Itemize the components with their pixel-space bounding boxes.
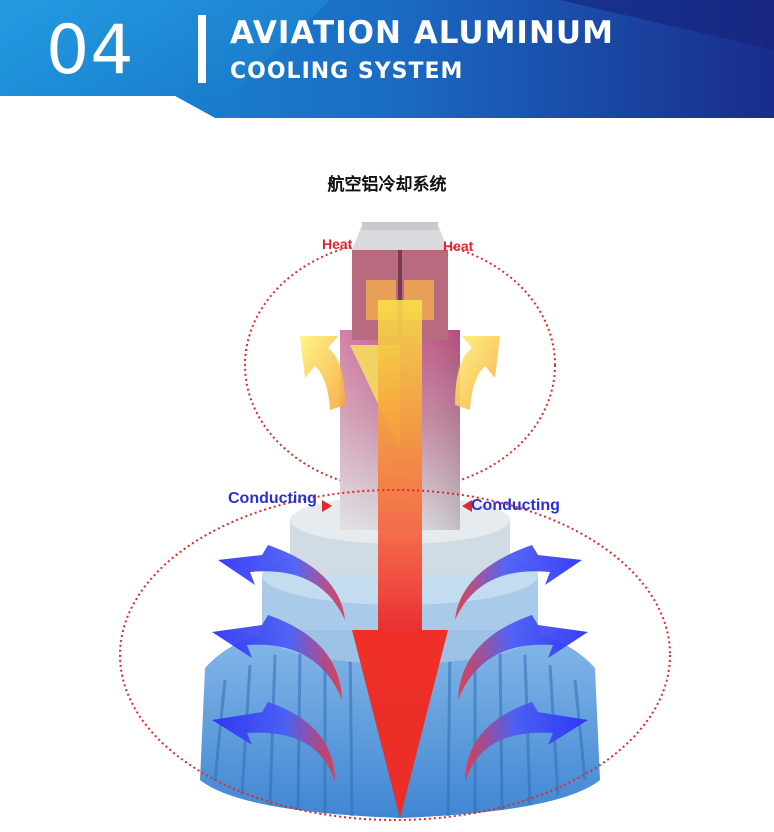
banner-title: AVIATION ALUMINUM <box>230 15 614 51</box>
banner-subtitle: COOLING SYSTEM <box>230 59 464 84</box>
heat-label-right: Heat <box>443 238 474 254</box>
header-banner: 04 AVIATION ALUMINUM COOLING SYSTEM <box>0 0 774 118</box>
conducting-label-right: Conducting <box>471 497 560 514</box>
banner-background <box>0 0 774 118</box>
heat-down-arrow-icon <box>352 300 448 818</box>
diagram-caption: 航空铝冷却系统 <box>327 175 447 195</box>
heat-orbit-lower <box>119 489 671 821</box>
conducting-label-left: Conducting <box>228 490 317 507</box>
cool-airflow-arrow-icon <box>212 545 588 782</box>
heat-label-left: Heat <box>322 236 353 252</box>
banner-divider <box>198 15 206 83</box>
section-number: 04 <box>46 11 135 90</box>
conducting-markers <box>322 500 472 512</box>
